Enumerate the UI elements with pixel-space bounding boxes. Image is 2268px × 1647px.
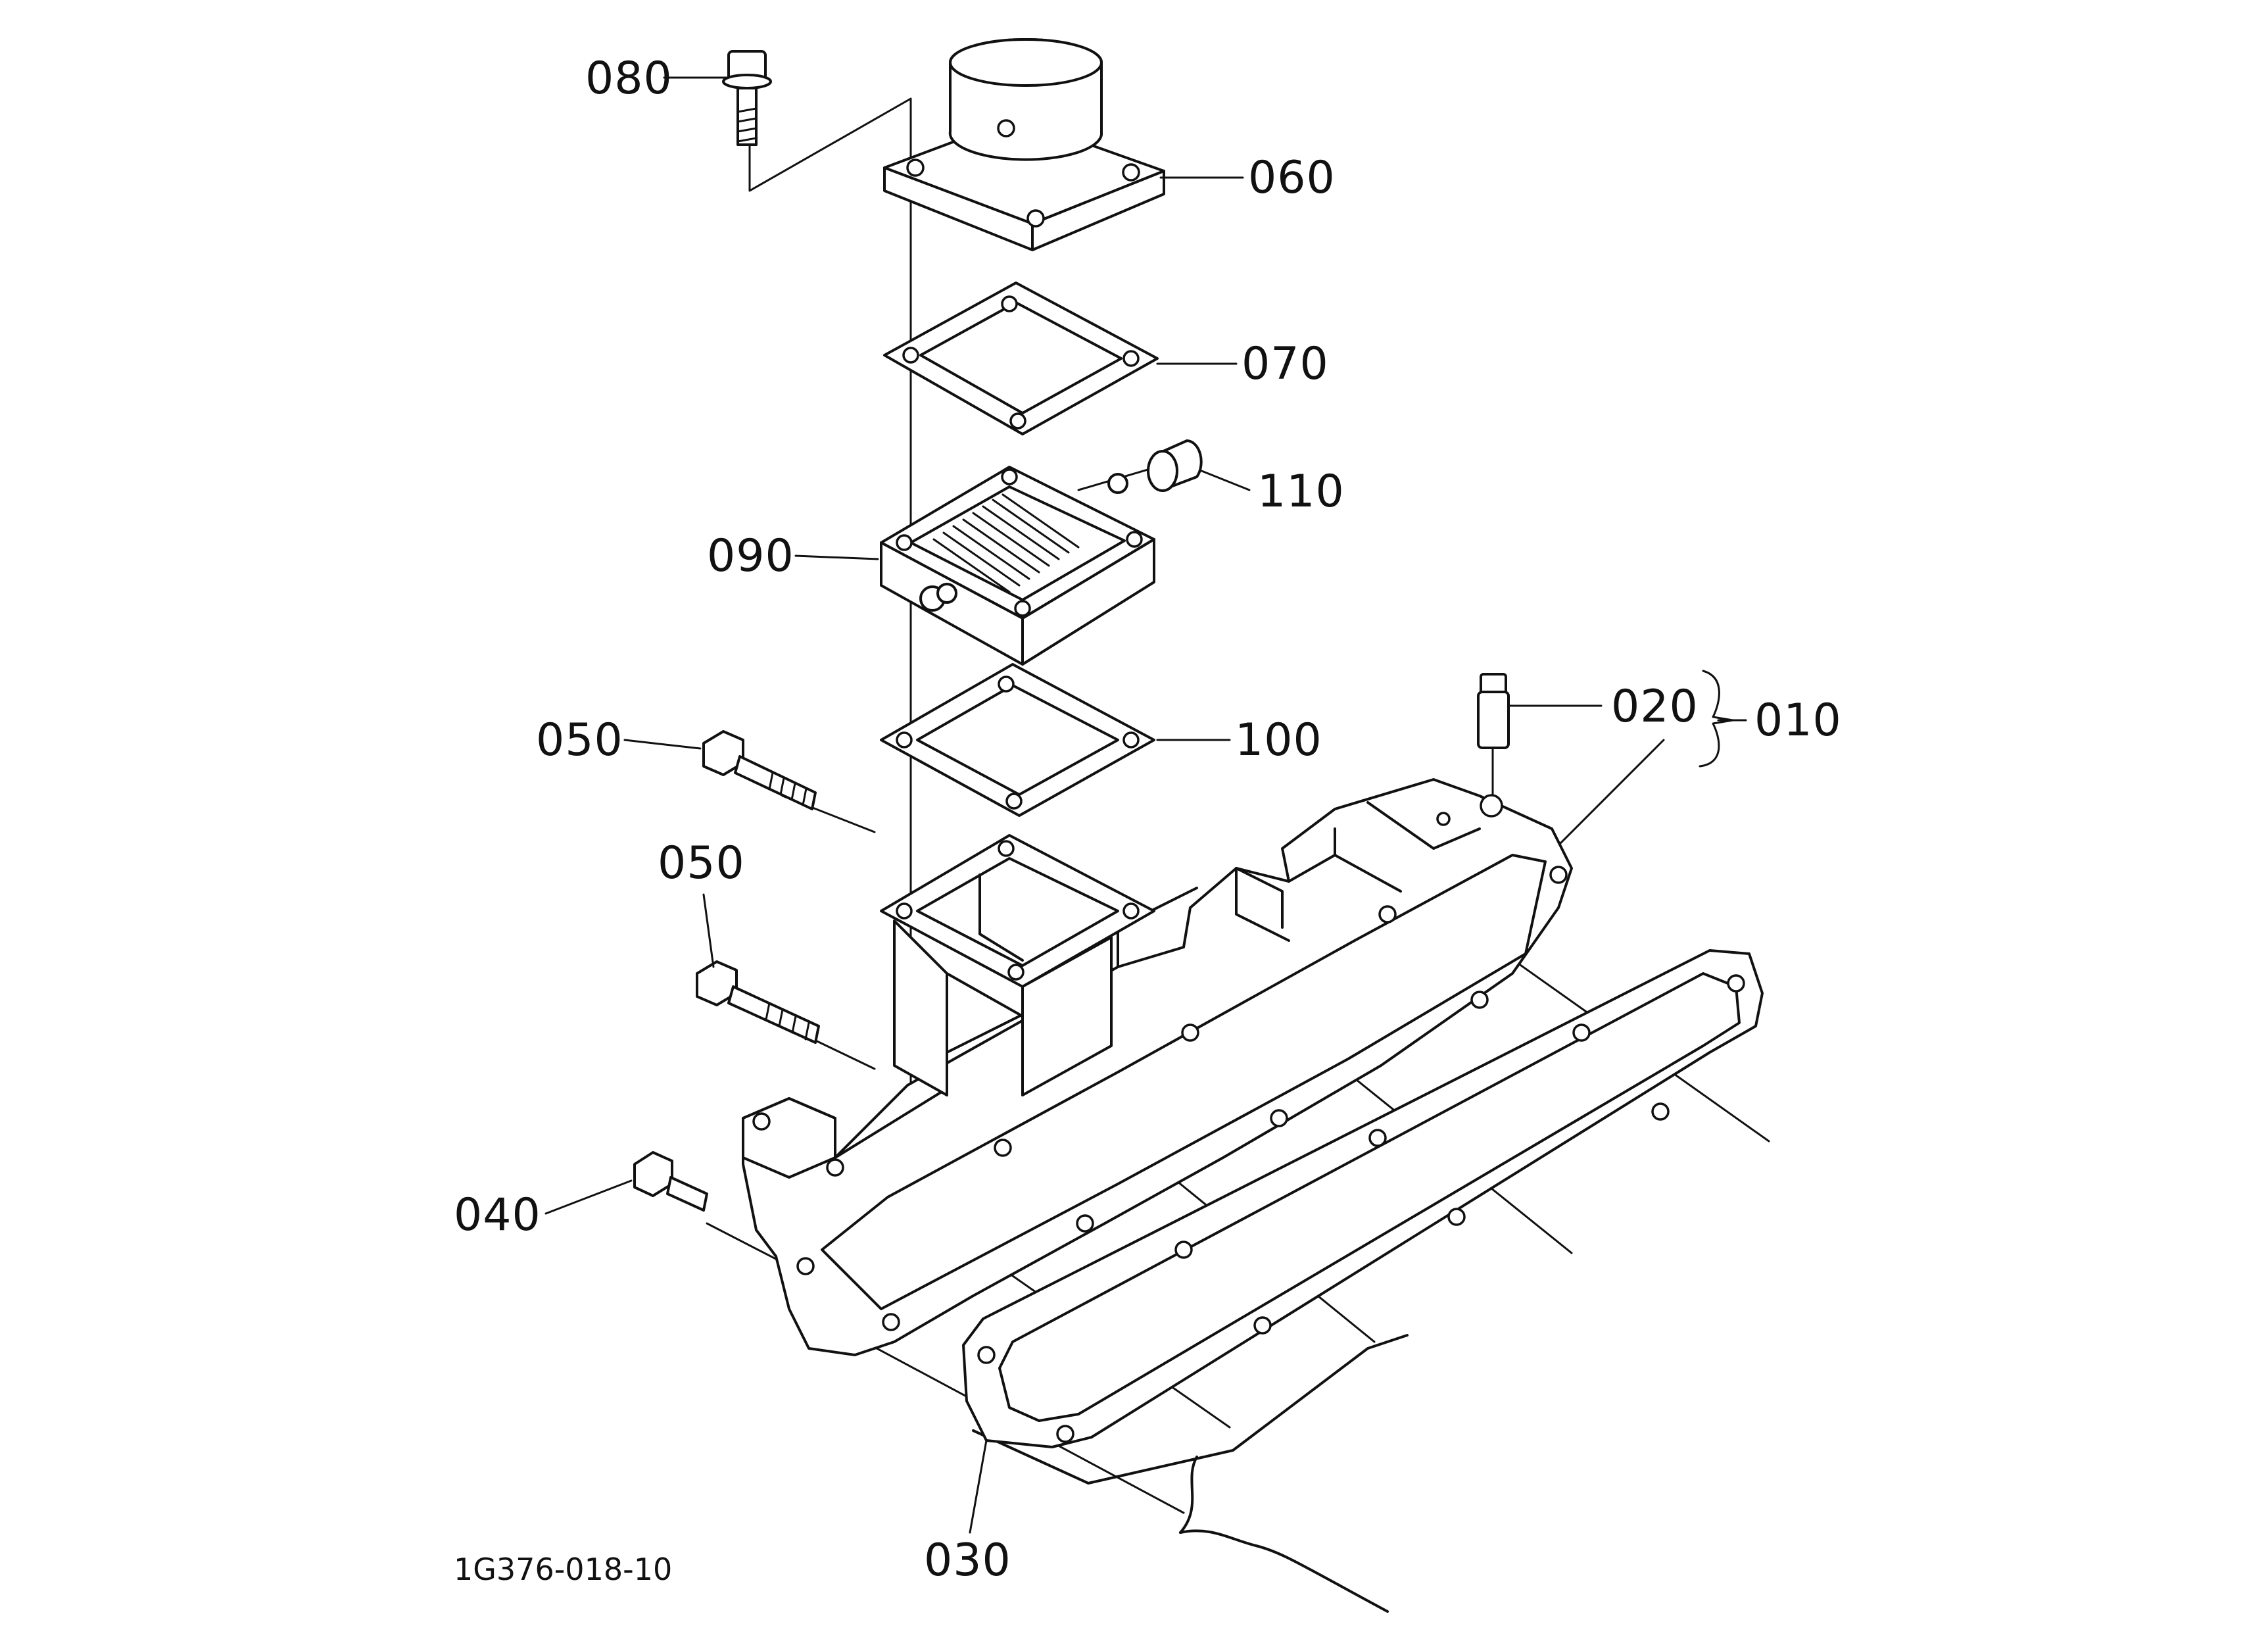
intake-manifold-body [742,778,1573,1356]
part-110-cap [1107,439,1203,494]
label-050-lower: 050 [658,837,745,889]
part-050-bolt-upper [702,730,817,810]
part-070-gasket [883,282,1159,435]
label-100: 100 [1235,714,1322,766]
label-050-upper: 050 [536,714,623,766]
part-050-bolt-lower [696,960,820,1044]
drawing-code: 1G376-018-10 [454,1552,672,1587]
assembly-guide-lines [706,97,1770,1613]
label-110: 110 [1257,466,1345,518]
label-070: 070 [1242,338,1329,390]
part-090-heater [880,466,1155,666]
part-number-labels: 080 060 070 110 090 100 020 010 050 050 … [454,53,1842,1587]
leader-lines [544,76,1747,1534]
label-060: 060 [1248,152,1336,204]
part-100-gasket [880,663,1155,817]
label-030: 030 [924,1535,1011,1586]
label-040: 040 [454,1189,541,1241]
label-020: 020 [1611,681,1699,733]
label-010: 010 [1754,695,1842,747]
part-040-bolt [633,1151,708,1212]
part-030-gasket [962,949,1764,1448]
part-080-bolt [722,50,772,146]
part-020-plug [1477,673,1510,749]
label-090: 090 [707,530,794,582]
part-060-cover [883,38,1165,251]
label-080: 080 [585,53,673,105]
heater-element-fins [932,493,1080,593]
